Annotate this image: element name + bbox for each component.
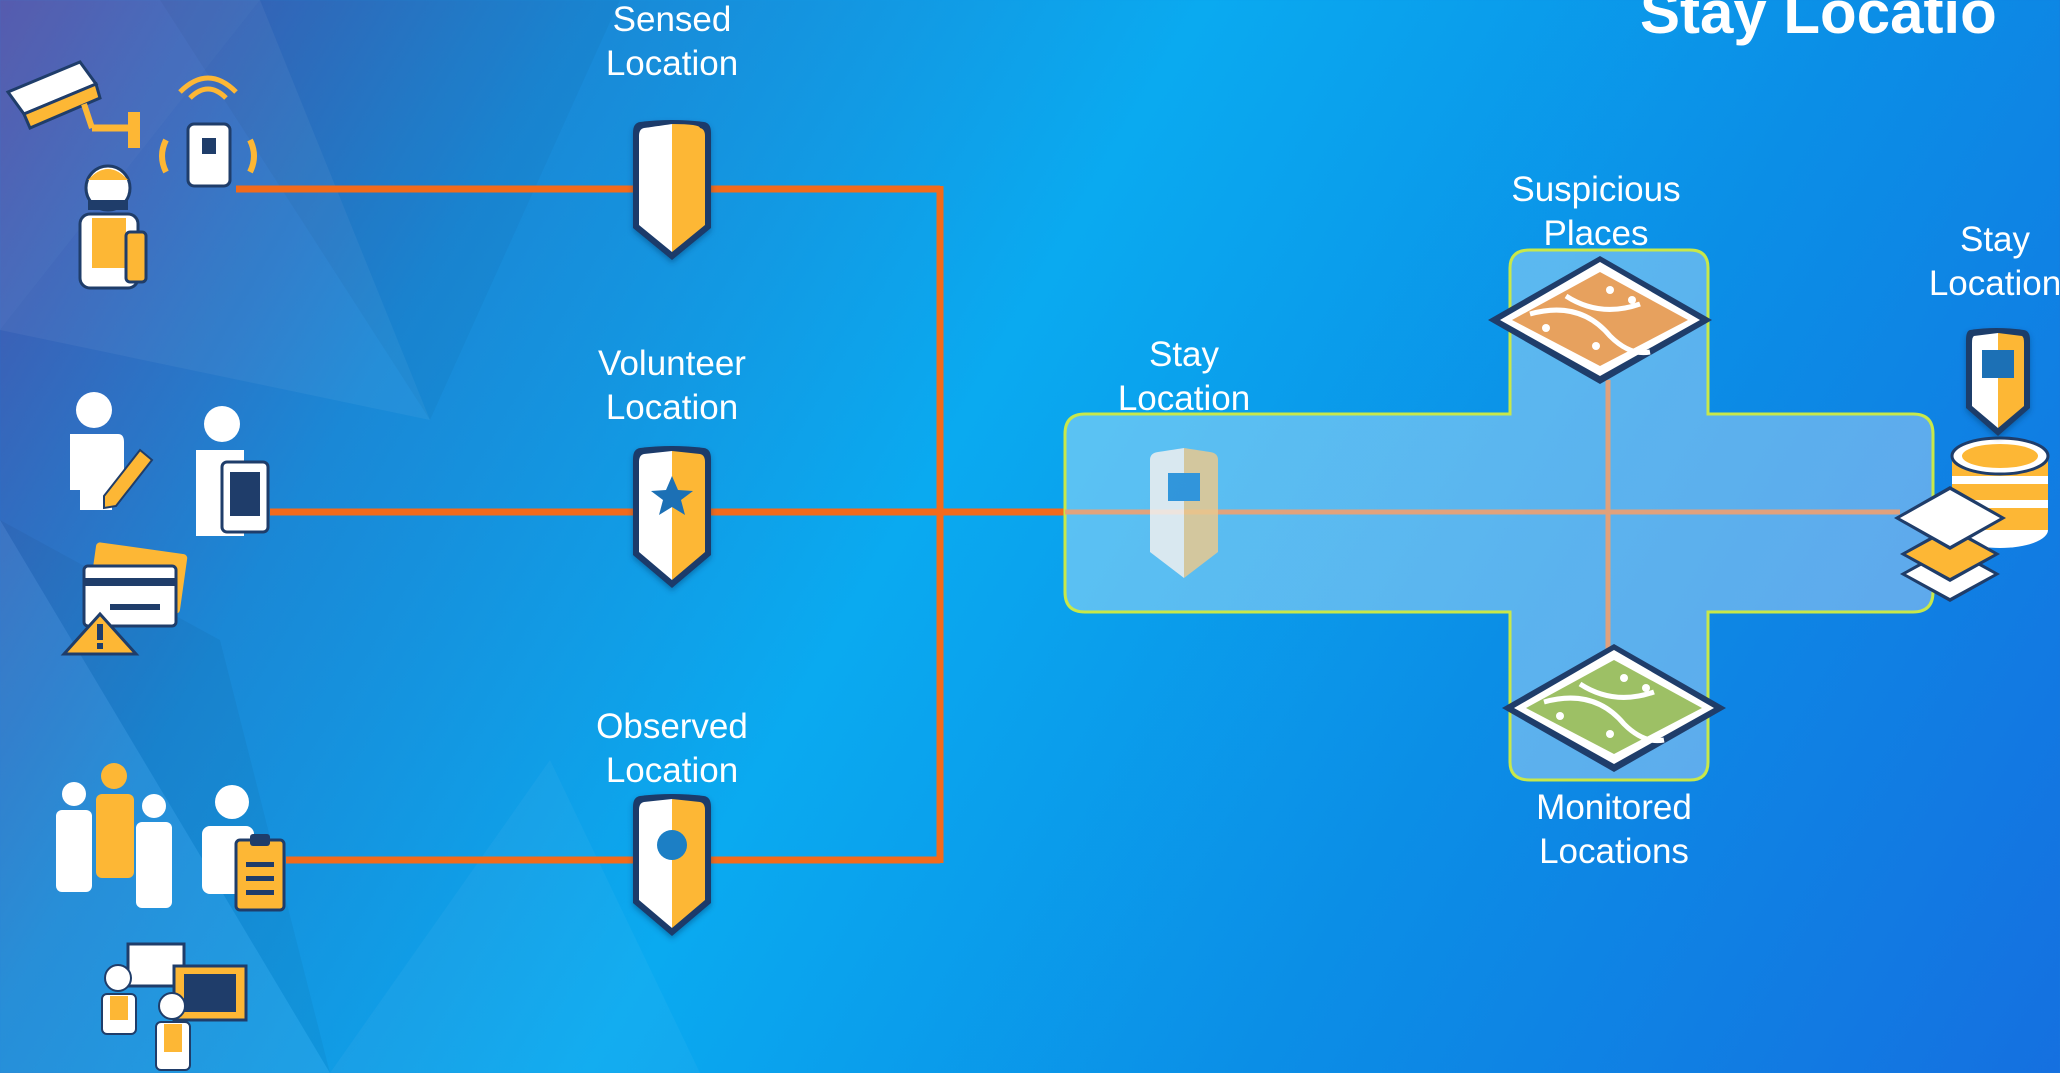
- star-icon: [651, 476, 693, 515]
- crowd-icon: [56, 763, 172, 908]
- person-clipboard-icon: [202, 785, 286, 912]
- database-layers-icon: [1894, 436, 2050, 602]
- stay-location-panel: [1063, 248, 1935, 782]
- stay-location-pin: [1150, 448, 1218, 578]
- field-worker-radio-icon: [78, 164, 148, 290]
- volunteer-location-pin: [633, 446, 711, 588]
- alert-cards-icon: [60, 542, 188, 656]
- operators-monitors-icon: [101, 942, 248, 1071]
- person-editing-icon: [70, 392, 154, 510]
- camera-icon: [5, 60, 140, 148]
- person-tablet-icon: [196, 406, 270, 536]
- square-icon: [1168, 473, 1200, 501]
- output-stay-location-pin: [1966, 328, 2030, 436]
- sensed-location-pin: [633, 120, 711, 260]
- suspicious-places-map-tile: [1488, 256, 1712, 384]
- monitored-locations-map-tile: [1502, 644, 1726, 772]
- slide-title: Stay Locatio: [1640, 0, 1997, 46]
- dot-icon: [657, 830, 687, 860]
- wireless-sensor-icon: [159, 75, 257, 188]
- square-icon: [1982, 350, 2014, 378]
- observed-location-pin: [633, 794, 711, 936]
